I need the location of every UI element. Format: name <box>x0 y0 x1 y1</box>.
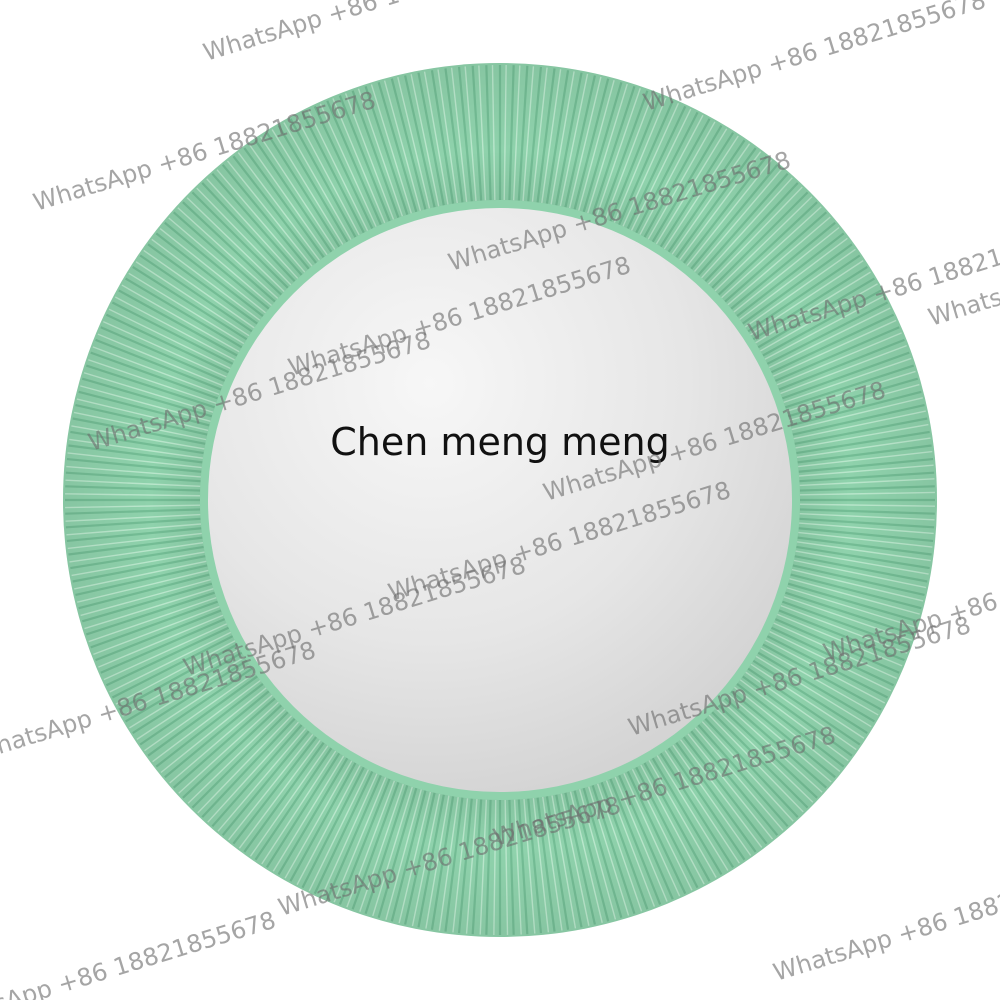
caption-text: Chen meng meng <box>330 420 670 464</box>
mirror-glass <box>208 208 792 792</box>
